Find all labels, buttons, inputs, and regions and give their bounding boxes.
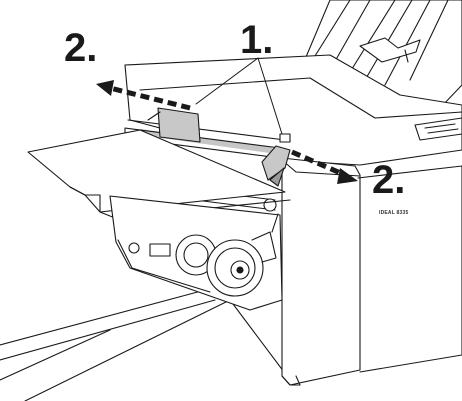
paper-guide-right[interactable] [261,133,291,187]
paper-guide-left[interactable] [147,107,201,143]
label-step-two-right: 2. [372,158,406,202]
arrow-right [291,149,358,184]
label-step-two-left: 2. [64,26,98,70]
callout-lines [195,57,283,135]
machine-brand-text: IDEAL 8335 [379,210,409,216]
machine-housing [124,54,462,386]
arrow-left [96,80,191,111]
side-frame [109,195,283,311]
label-step-one: 1. [240,18,274,62]
floor-lines [0,289,291,401]
